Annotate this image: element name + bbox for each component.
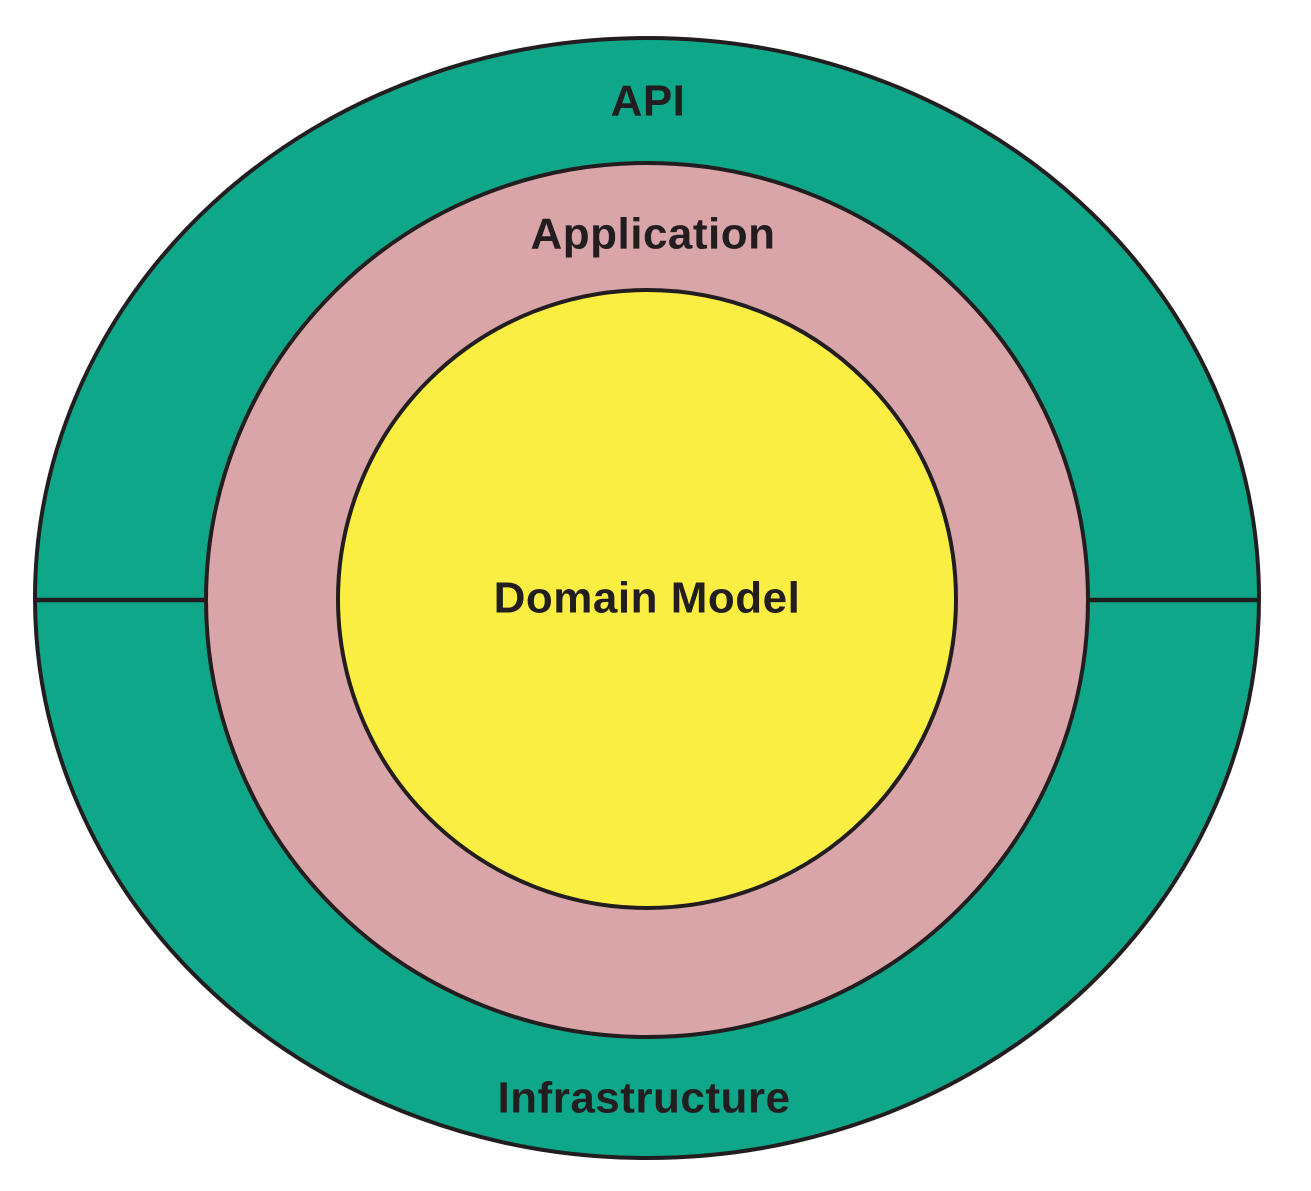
application-label: Application <box>530 210 775 259</box>
infrastructure-label: Infrastructure <box>497 1074 790 1123</box>
domain-model-label: Domain Model <box>494 574 801 623</box>
domain-model-circle <box>336 288 958 910</box>
api-label: API <box>611 77 686 126</box>
